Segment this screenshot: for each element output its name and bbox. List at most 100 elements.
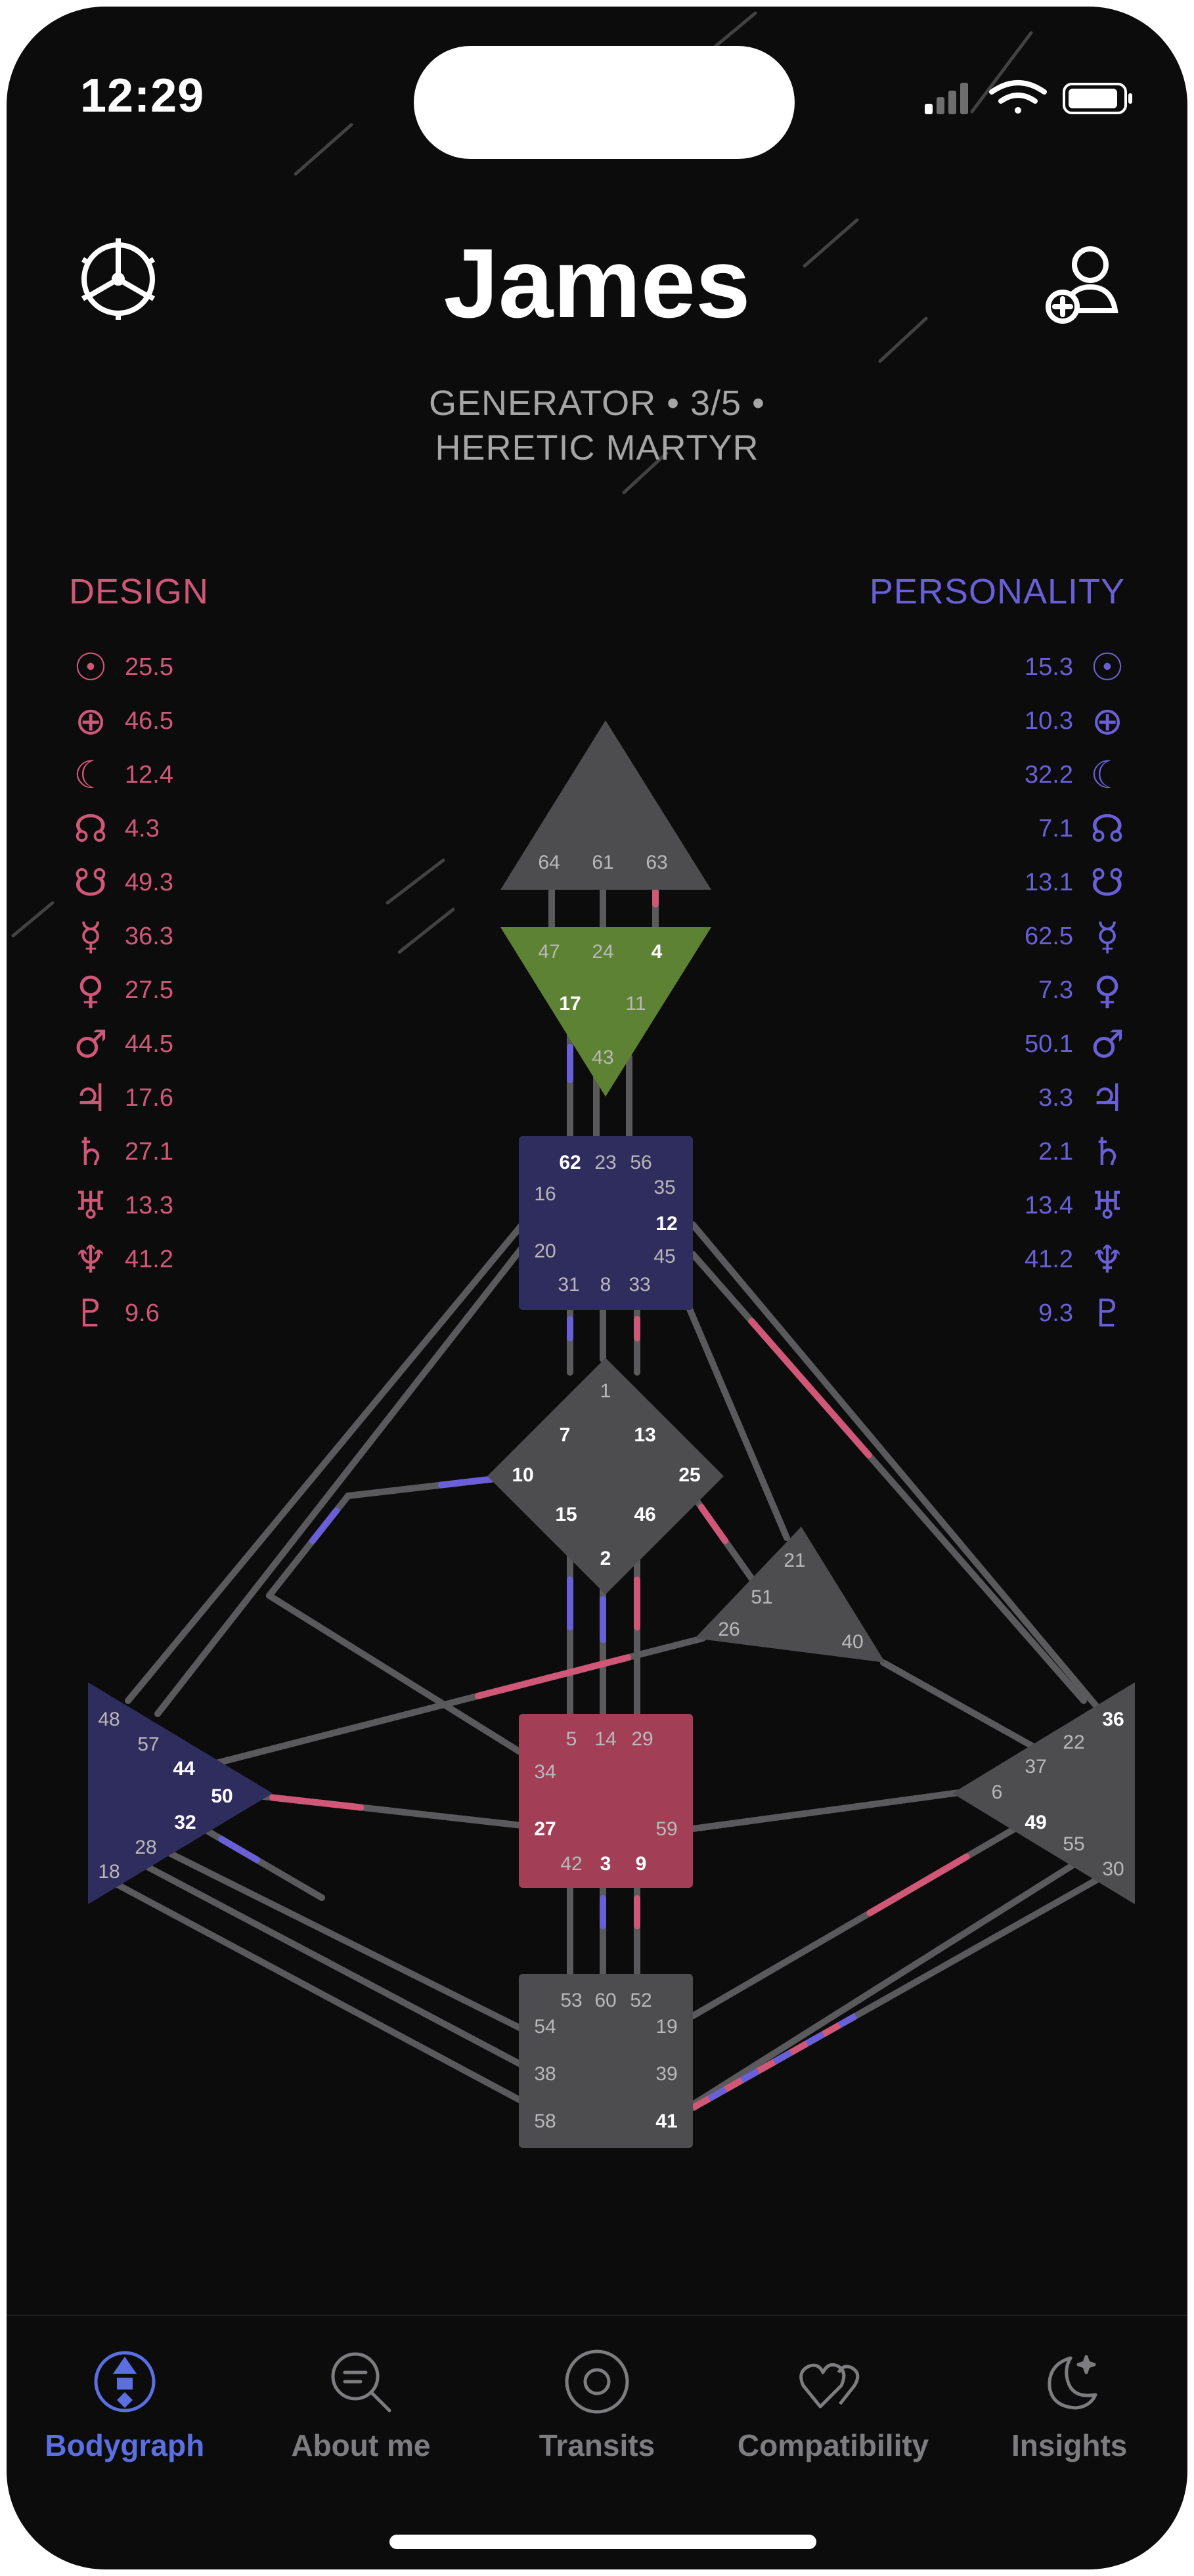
gate-1[interactable]: 1 <box>600 1380 611 1402</box>
gate-52[interactable]: 52 <box>630 1990 652 2011</box>
gate-50[interactable]: 50 <box>211 1785 232 1807</box>
planet-gate-value: 15.3 <box>1025 653 1073 681</box>
settings-button[interactable] <box>72 233 164 325</box>
gate-13[interactable]: 13 <box>634 1424 655 1446</box>
g-center[interactable] <box>487 1358 724 1594</box>
add-person-button[interactable] <box>1038 240 1130 332</box>
status-icons <box>925 80 1132 114</box>
gate-7[interactable]: 7 <box>560 1424 571 1446</box>
gate-54[interactable]: 54 <box>534 2016 556 2038</box>
root-center[interactable] <box>519 1974 693 2148</box>
sacral-center[interactable] <box>519 1714 693 1888</box>
gate-45[interactable]: 45 <box>653 1246 675 1267</box>
gate-32[interactable]: 32 <box>174 1812 196 1833</box>
gate-63[interactable]: 63 <box>646 852 667 873</box>
design-planet-row: ♆41.2 <box>71 1233 173 1286</box>
gate-12[interactable]: 12 <box>655 1213 677 1234</box>
design-planet-row: ☉25.5 <box>71 640 173 694</box>
gate-19[interactable]: 19 <box>655 2016 677 2038</box>
gate-61[interactable]: 61 <box>592 852 613 873</box>
tab-compatibility[interactable]: Compatibility <box>715 2316 952 2487</box>
gate-9[interactable]: 9 <box>636 1853 647 1875</box>
gate-24[interactable]: 24 <box>592 941 613 963</box>
throat-center[interactable] <box>519 1136 693 1310</box>
tab-bodygraph[interactable]: Bodygraph <box>7 2316 243 2487</box>
gate-43[interactable]: 43 <box>592 1047 613 1068</box>
home-indicator[interactable] <box>389 2535 816 2549</box>
gate-15[interactable]: 15 <box>555 1504 577 1525</box>
gate-36[interactable]: 36 <box>1102 1709 1124 1730</box>
gate-3[interactable]: 3 <box>600 1853 611 1875</box>
mercury-icon: ☿ <box>79 914 102 959</box>
personality-planet-row: 32.2☾ <box>1025 748 1127 802</box>
gate-14[interactable]: 14 <box>594 1728 616 1750</box>
gate-42[interactable]: 42 <box>560 1853 582 1875</box>
gate-22[interactable]: 22 <box>1063 1732 1084 1753</box>
gate-58[interactable]: 58 <box>534 2110 556 2132</box>
pluto-icon: ♇ <box>74 1291 108 1336</box>
gate-41[interactable]: 41 <box>655 2110 677 2132</box>
gate-37[interactable]: 37 <box>1025 1756 1046 1778</box>
gate-56[interactable]: 56 <box>630 1152 652 1173</box>
gate-18[interactable]: 18 <box>98 1861 120 1883</box>
gate-49[interactable]: 49 <box>1025 1812 1046 1833</box>
gate-20[interactable]: 20 <box>534 1240 556 1262</box>
gate-26[interactable]: 26 <box>718 1619 740 1640</box>
gate-2[interactable]: 2 <box>600 1548 611 1569</box>
gate-57[interactable]: 57 <box>137 1734 159 1755</box>
gate-53[interactable]: 53 <box>560 1990 582 2011</box>
gate-27[interactable]: 27 <box>534 1818 556 1840</box>
tab-transits[interactable]: Transits <box>479 2316 715 2487</box>
gate-16[interactable]: 16 <box>534 1183 556 1205</box>
gate-40[interactable]: 40 <box>841 1631 863 1653</box>
gate-51[interactable]: 51 <box>751 1586 772 1608</box>
gate-44[interactable]: 44 <box>173 1758 195 1779</box>
gate-62[interactable]: 62 <box>559 1152 581 1173</box>
gate-47[interactable]: 47 <box>538 941 560 963</box>
gate-59[interactable]: 59 <box>655 1818 677 1840</box>
gate-60[interactable]: 60 <box>594 1990 616 2011</box>
head-center[interactable] <box>500 720 711 890</box>
gate-11[interactable]: 11 <box>625 993 646 1015</box>
gate-35[interactable]: 35 <box>653 1177 675 1198</box>
gate-55[interactable]: 55 <box>1063 1833 1084 1855</box>
gate-46[interactable]: 46 <box>634 1504 655 1525</box>
gate-28[interactable]: 28 <box>135 1837 156 1858</box>
ajna-center[interactable] <box>500 927 711 1097</box>
gate-21[interactable]: 21 <box>784 1550 805 1571</box>
personality-planet-list: 15.3☉10.3⊕32.2☾7.1☊13.1☋62.5☿7.3♀50.1♂3.… <box>1025 640 1127 1340</box>
gate-4[interactable]: 4 <box>652 941 663 963</box>
personality-planet-row: 62.5☿ <box>1025 909 1127 963</box>
type-profile-subtitle: GENERATOR • 3/5 • HERETIC MARTYR <box>7 381 1187 470</box>
design-planet-row: ⊕46.5 <box>71 694 173 748</box>
gate-48[interactable]: 48 <box>98 1709 120 1730</box>
gate-38[interactable]: 38 <box>534 2063 556 2085</box>
venus-icon: ♀ <box>76 968 105 1013</box>
gate-10[interactable]: 10 <box>512 1464 533 1486</box>
gate-23[interactable]: 23 <box>594 1152 616 1173</box>
gate-17[interactable]: 17 <box>559 993 581 1015</box>
tab-about-me[interactable]: About me <box>243 2316 479 2487</box>
gate-25[interactable]: 25 <box>678 1464 700 1486</box>
gate-33[interactable]: 33 <box>629 1274 650 1296</box>
split-activation <box>805 2031 825 2047</box>
tab-label: Transits <box>539 2428 655 2462</box>
split-activation <box>821 2022 841 2038</box>
gate-30[interactable]: 30 <box>1102 1858 1124 1880</box>
heart-center[interactable] <box>695 1527 885 1663</box>
gate-5[interactable]: 5 <box>566 1728 577 1750</box>
planet-gate-value: 4.3 <box>125 814 160 842</box>
gate-39[interactable]: 39 <box>655 2063 677 2085</box>
gate-34[interactable]: 34 <box>534 1761 556 1783</box>
uranus-icon: ♅ <box>1090 1183 1124 1228</box>
gate-8[interactable]: 8 <box>600 1274 611 1296</box>
spleen-center[interactable] <box>88 1682 273 1904</box>
gate-31[interactable]: 31 <box>558 1274 579 1296</box>
tab-insights[interactable]: Insights <box>951 2316 1187 2487</box>
gate-64[interactable]: 64 <box>538 852 560 873</box>
tab-label: Bodygraph <box>45 2428 205 2462</box>
gate-29[interactable]: 29 <box>631 1728 653 1750</box>
gate-6[interactable]: 6 <box>992 1781 1003 1803</box>
solar-plexus-center[interactable] <box>952 1682 1135 1904</box>
